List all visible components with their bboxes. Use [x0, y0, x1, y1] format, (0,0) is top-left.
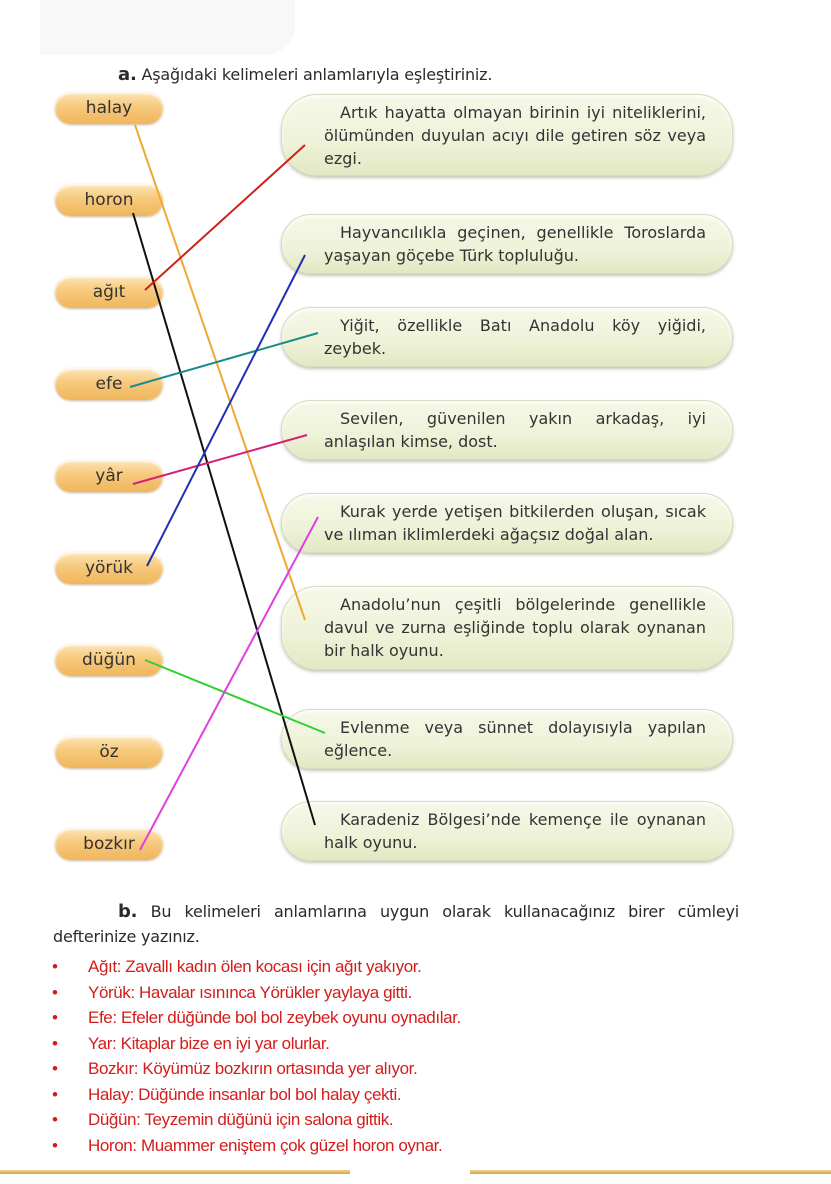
bullet-icon: •	[52, 982, 58, 1002]
answer-item: • Halay: Düğünde insanlar bol bol halay ç…	[50, 1082, 461, 1108]
answer-item: • Ağıt: Zavallı kadın ölen kocası için ağ…	[50, 954, 461, 980]
answer-text: Efe: Efeler düğünde bol bol zeybek oyunu…	[88, 1008, 461, 1027]
definition-box-6[interactable]: Anadolu’nun çeşitli bölgelerinde genelli…	[281, 586, 733, 670]
definition-box-8[interactable]: Karadeniz Bölgesi’nde kemençe ile oynana…	[281, 801, 733, 861]
match-line-ağıt	[144, 144, 306, 291]
answer-text: Yörük: Havalar ısınınca Yörükler yaylaya…	[88, 982, 412, 1002]
answer-text: Horon: Muammer eniştem çok güzel horon o…	[88, 1135, 443, 1155]
bullet-icon: •	[52, 1084, 58, 1104]
word-pill-oz[interactable]: öz	[55, 736, 163, 768]
section-a-text: Aşağıdaki kelimeleri anlamlarıyla eşleşt…	[141, 65, 493, 84]
answer-text: Bozkır: Köyümüz bozkırın ortasında yer a…	[88, 1059, 418, 1078]
definition-box-1[interactable]: Artık hayatta olmayan birinin iyi niteli…	[281, 94, 733, 176]
answer-item: • Bozkır: Köyümüz bozkırın ortasında yer …	[50, 1056, 461, 1082]
definition-box-4[interactable]: Sevilen, güvenilen yakın arkadaş, iyi an…	[281, 400, 733, 460]
bullet-icon: •	[52, 1008, 58, 1027]
answer-list: • Ağıt: Zavallı kadın ölen kocası için ağ…	[50, 954, 461, 1158]
definition-box-7[interactable]: Evlenme veya sünnet dolayısıyla yapılan …	[281, 709, 733, 769]
answer-text: Düğün: Teyzemin düğünü için salona gitti…	[88, 1110, 394, 1129]
instruction-b: b. Bu kelimeleri anlamlarına uygun olara…	[53, 899, 739, 949]
word-pill-horon[interactable]: horon	[55, 184, 163, 216]
answer-item: • Horon: Muammer eniştem çok güzel horon …	[50, 1133, 461, 1159]
footer-rule-left	[0, 1170, 350, 1174]
bullet-icon: •	[52, 1033, 58, 1053]
answer-text: Halay: Düğünde insanlar bol bol halay çe…	[88, 1084, 402, 1104]
instruction-a: a. Aşağıdaki kelimeleri anlamlarıyla eşl…	[118, 64, 492, 85]
word-pill-dugun[interactable]: düğün	[55, 644, 163, 676]
bullet-icon: •	[52, 1135, 58, 1155]
answer-text: Ağıt: Zavallı kadın ölen kocası için ağı…	[88, 957, 422, 976]
bullet-icon: •	[52, 1059, 58, 1078]
word-pill-yoruk[interactable]: yörük	[55, 552, 163, 584]
page-corner-decoration	[40, 0, 295, 55]
section-b-text: Bu kelimeleri anlamlarına uygun olarak k…	[53, 902, 739, 946]
section-b-label: b.	[118, 901, 138, 922]
word-pill-bozkir[interactable]: bozkır	[55, 828, 163, 860]
definition-box-3[interactable]: Yiğit, özellikle Batı Anadolu köy yiğidi…	[281, 307, 733, 367]
definition-box-2[interactable]: Hayvancılıkla geçinen, genellikle Torosl…	[281, 214, 733, 274]
answer-item: • Düğün: Teyzemin düğünü için salona gitt…	[50, 1107, 461, 1133]
answer-item: • Yar: Kitaplar bize en iyi yar olurlar.	[50, 1031, 461, 1057]
word-pill-yar[interactable]: yâr	[55, 460, 163, 492]
definition-box-5[interactable]: Kurak yerde yetişen bitkilerden oluşan, …	[281, 493, 733, 553]
answer-item: • Efe: Efeler düğünde bol bol zeybek oyun…	[50, 1005, 461, 1031]
word-pill-agit[interactable]: ağıt	[55, 276, 163, 308]
bullet-icon: •	[52, 1110, 58, 1129]
word-pill-halay[interactable]: halay	[55, 92, 163, 124]
footer-rule-right	[470, 1170, 831, 1174]
answer-text: Yar: Kitaplar bize en iyi yar olurlar.	[88, 1033, 330, 1053]
match-line-bozkır	[139, 516, 319, 851]
section-a-label: a.	[118, 64, 137, 85]
word-pill-efe[interactable]: efe	[55, 368, 163, 400]
answer-item: • Yörük: Havalar ısınınca Yörükler yaylay…	[50, 980, 461, 1006]
bullet-icon: •	[52, 957, 58, 976]
